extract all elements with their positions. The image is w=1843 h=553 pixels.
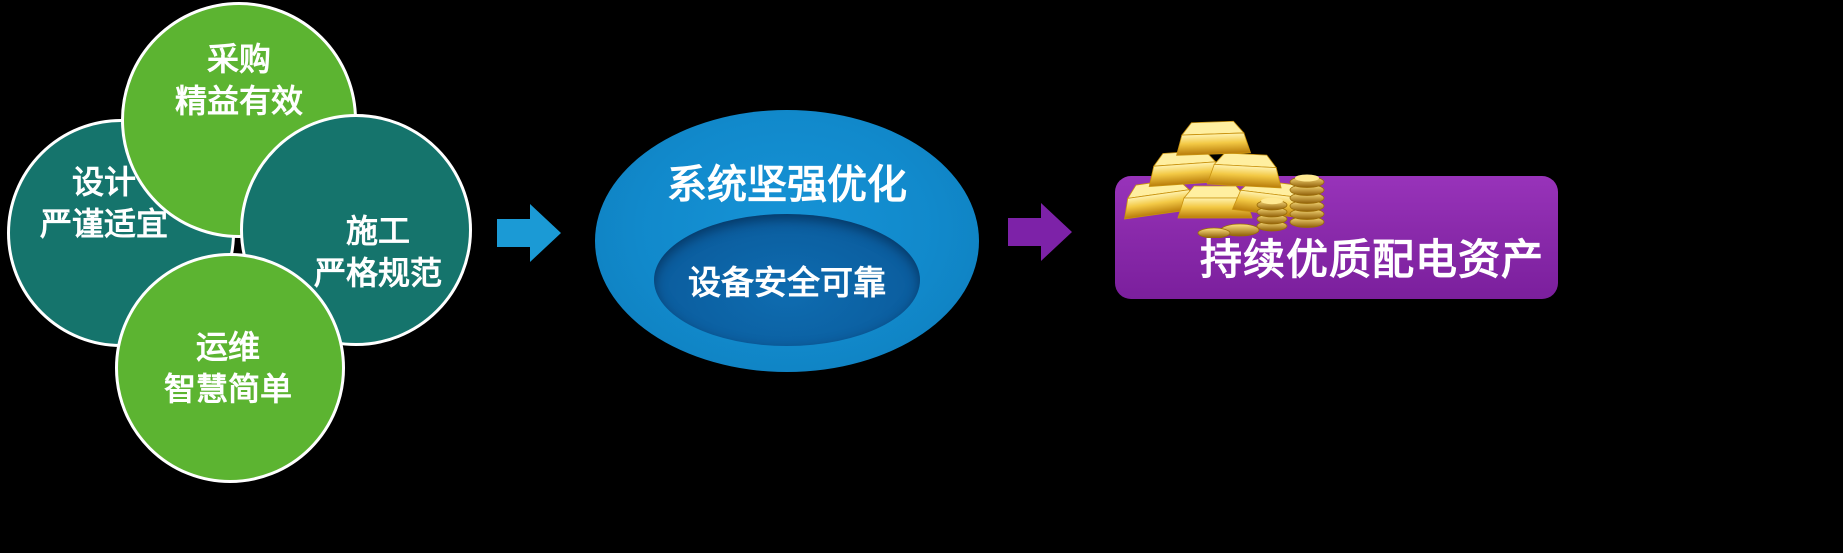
procurement-line2: 精益有效: [174, 82, 303, 120]
construction-line1: 施工: [345, 212, 410, 250]
operations-line2: 智慧简单: [163, 370, 292, 408]
gold-bars-icon: [1120, 120, 1325, 238]
equipment-reliability-ellipse: 设备安全可靠: [654, 214, 920, 346]
design-line1: 设计: [71, 163, 136, 201]
design-line2: 严谨适宜: [39, 205, 168, 243]
venn-circle-operations: 运维 智慧简单: [115, 253, 345, 483]
system-title: 系统坚强优化: [667, 162, 907, 208]
equipment-label: 设备安全可靠: [688, 263, 886, 302]
venn-label-operations: 运维 智慧简单: [164, 326, 292, 410]
asset-result-card: 持续优质配电资产: [1115, 176, 1558, 299]
venn-label-construction: 施工 严格规范: [314, 210, 442, 294]
right-arrow-purple-icon: [1008, 203, 1072, 261]
right-arrow-blue-icon: [497, 204, 561, 262]
procurement-line1: 采购: [206, 40, 271, 78]
asset-result-label: 持续优质配电资产: [1199, 235, 1544, 284]
venn-label-design: 设计 严谨适宜: [40, 161, 168, 245]
system-optimization-ellipse: 系统坚强优化 设备安全可靠: [595, 110, 979, 372]
operations-line1: 运维: [195, 328, 260, 366]
construction-line2: 严格规范: [313, 254, 442, 292]
venn-label-procurement: 采购 精益有效: [175, 38, 303, 122]
